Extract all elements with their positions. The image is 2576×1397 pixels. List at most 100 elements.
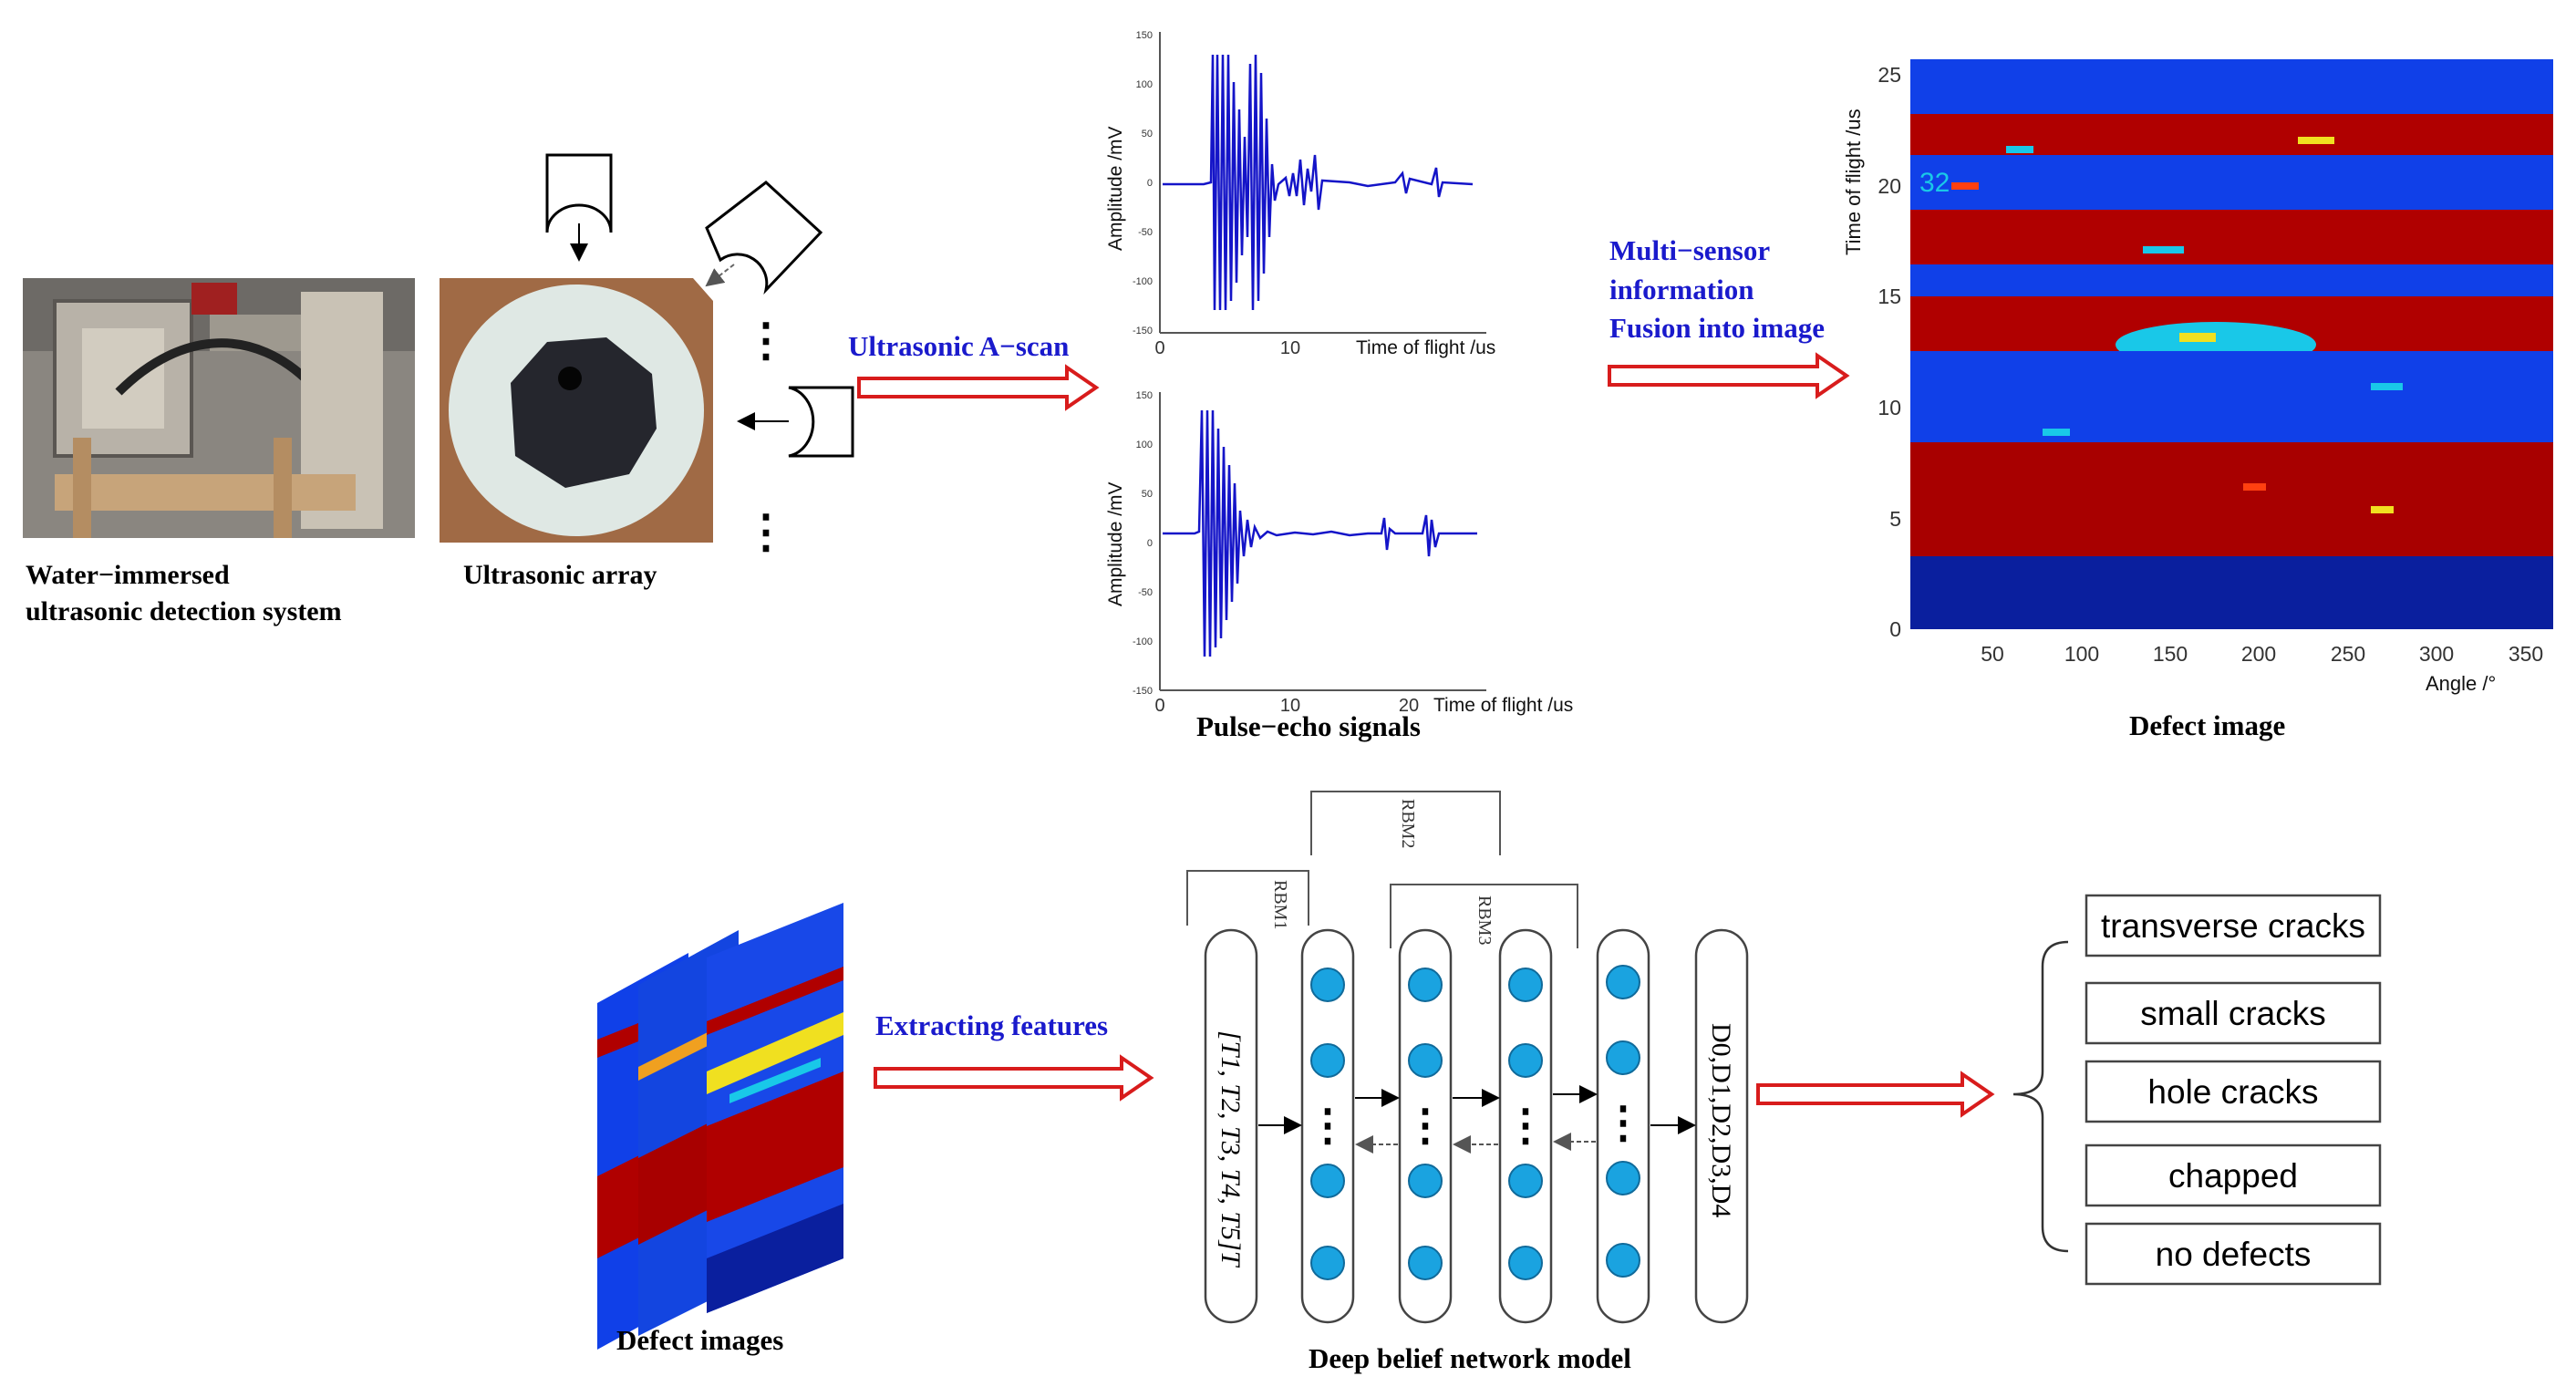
defect-image-heatmap [1910, 59, 2553, 629]
fusion-label-line1: Multi−sensor [1609, 234, 1770, 266]
rbm1-label: RBM1 [1270, 880, 1290, 929]
signals-caption: Pulse−echo signals [1196, 710, 1421, 742]
plot1-ytick: 100 [1136, 79, 1153, 90]
dbn-hidden-layer-2: ⋮ [1398, 928, 1453, 1324]
defect-images-stack [597, 903, 843, 1350]
heatmap-ytick: 15 [1878, 285, 1901, 308]
plot2-xtick: 0 [1154, 696, 1164, 716]
neuron [1310, 1164, 1345, 1198]
plot2-xtick: 20 [1399, 696, 1419, 716]
plot1-xlabel: Time of flight /us [1356, 337, 1495, 358]
plot2-ytick: -100 [1133, 636, 1153, 647]
heatmap-xtick: 350 [2509, 642, 2543, 666]
system-caption-line2: ultrasonic detection system [26, 596, 342, 626]
neuron [1408, 1043, 1443, 1078]
transducer-diagonal [705, 181, 823, 295]
ascan-label: Ultrasonic A−scan [848, 330, 1069, 362]
dbn-hidden-layer-3: ⋮ [1498, 928, 1553, 1324]
class-label: transverse cracks [2101, 907, 2365, 945]
plot1-xtick: 0 [1154, 338, 1164, 358]
neuron [1310, 1246, 1345, 1280]
ascan-arrow [857, 364, 1100, 411]
heatmap-marker: 32 [1919, 168, 1950, 198]
plot1-waveform [1163, 54, 1474, 311]
signal-plot-1: 150 100 50 0 -50 -100 -150 0 10 Time of … [1105, 30, 1495, 358]
classify-arrow [1756, 1071, 1995, 1118]
class-label: hole cracks [2147, 1073, 2318, 1111]
plot1-ytick: -50 [1138, 227, 1153, 238]
neuron [1606, 965, 1640, 999]
array-caption: Ultrasonic array [463, 560, 657, 590]
neuron [1606, 1161, 1640, 1195]
class-label: chapped [2168, 1157, 2298, 1195]
class-box-hole-cracks: hole cracks [2085, 1060, 2382, 1123]
neuron [1508, 1246, 1543, 1280]
dbn-hidden-layer-4: ⋮ [1596, 928, 1650, 1324]
system-caption-line1: Water−immersed [26, 560, 230, 590]
neuron [1408, 1164, 1443, 1198]
fusion-label-line2: information [1609, 274, 1754, 305]
rbm-brackets [1186, 791, 1578, 948]
neuron-ellipsis: ⋮ [1601, 1099, 1645, 1147]
extract-label: Extracting features [875, 1009, 1108, 1041]
neuron [1508, 1043, 1543, 1078]
rbm2-label: RBM2 [1398, 799, 1418, 848]
heatmap-ytick: 25 [1878, 63, 1901, 87]
heatmap-ytick: 20 [1878, 174, 1901, 198]
extract-arrow [874, 1054, 1154, 1102]
class-box-no-defects: no defects [2085, 1222, 2382, 1286]
neuron-ellipsis: ⋮ [1306, 1102, 1350, 1150]
heatmap-xtick: 100 [2064, 642, 2099, 666]
heatmap-ytick: 5 [1889, 507, 1901, 531]
plot2-ytick: 150 [1136, 390, 1153, 401]
plot1-xtick: 10 [1280, 338, 1300, 358]
class-box-transverse-cracks: transverse cracks [2085, 894, 2382, 957]
fusion-arrow [1608, 352, 1850, 399]
signal-plot-2: 150 100 50 0 -50 -100 -150 0 10 20 Time … [1105, 390, 1573, 716]
dbn-output-layer [1694, 928, 1749, 1324]
ellipsis-1: ⋮ [743, 315, 789, 366]
plot1-ytick: -150 [1133, 326, 1153, 336]
class-box-small-cracks: small cracks [2085, 981, 2382, 1045]
transducer-right [737, 386, 854, 458]
plot2-ytick: 0 [1147, 538, 1153, 549]
heatmap-xtick: 50 [1981, 642, 2004, 666]
class-label: small cracks [2140, 995, 2326, 1032]
defect-image-card [707, 903, 843, 1313]
neuron-ellipsis: ⋮ [1403, 1102, 1447, 1150]
plot2-ylabel: Amplitude /mV [1105, 481, 1126, 606]
plot1-ytick: 150 [1136, 30, 1153, 41]
heatmap-xtick: 150 [2153, 642, 2188, 666]
plot2-xtick: 10 [1280, 696, 1300, 716]
heatmap-xlabel: Angle /° [2426, 672, 2496, 695]
fusion-label-line3: Fusion into image [1609, 312, 1825, 344]
neuron [1408, 1246, 1443, 1280]
plot2-ytick: -50 [1138, 587, 1153, 598]
heatmap-ytick: 0 [1889, 617, 1901, 641]
plot2-xlabel: Time of flight /us [1433, 695, 1573, 716]
plot1-ylabel: Amplitude /mV [1105, 126, 1126, 251]
plot2-waveform [1163, 409, 1477, 657]
dbn-input-layer [1204, 928, 1258, 1324]
defect-image-caption: Defect image [2129, 709, 2285, 741]
class-brace [2012, 940, 2069, 1253]
plot2-ytick: 100 [1136, 440, 1153, 450]
class-box-chapped: chapped [2085, 1143, 2382, 1207]
ellipsis-2: ⋮ [743, 506, 789, 557]
plot1-ytick: 0 [1147, 178, 1153, 189]
neuron [1508, 1164, 1543, 1198]
neuron [1508, 968, 1543, 1002]
dbn-caption: Deep belief network model [1309, 1342, 1631, 1374]
heatmap-ytick: 10 [1878, 396, 1901, 419]
neuron [1408, 968, 1443, 1002]
plot1-ytick: -100 [1133, 276, 1153, 287]
plot1-ytick: 50 [1142, 129, 1153, 140]
layer-backward-arrows [1355, 1133, 1596, 1154]
neuron-ellipsis: ⋮ [1504, 1102, 1547, 1150]
input-vector: [T1, T2, T3, T4, T5]T [1216, 1030, 1246, 1268]
neuron [1606, 1243, 1640, 1278]
dbn-hidden-layer-1: ⋮ [1300, 928, 1355, 1324]
plot2-ytick: -150 [1133, 686, 1153, 697]
heatmap-xtick: 200 [2241, 642, 2276, 666]
